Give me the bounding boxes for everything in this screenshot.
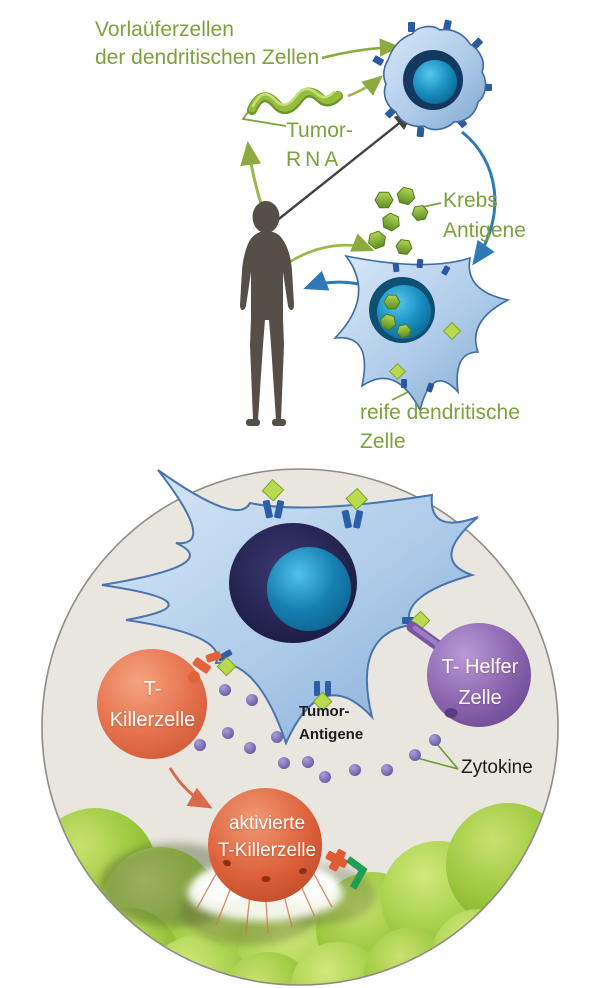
activated-t-killer-label-line2: T-Killerzelle: [217, 840, 317, 861]
activated-t-killer-label: aktivierte T-Killerzelle: [203, 810, 331, 864]
t-helper-cell-label: T- Helfer Zelle: [424, 652, 536, 714]
tumor-rna-strand: [247, 87, 343, 115]
activated-t-killer-label-line1: aktivierte: [228, 813, 306, 834]
magnifier-circle-border: [41, 468, 559, 986]
mature-dendritic-cell: [332, 254, 511, 413]
surface-antigen-icons: [389, 321, 462, 380]
t-helper-cell: [406, 621, 531, 727]
tumor-rna-label-line2: RNA: [286, 148, 343, 171]
precursor-cells-label-line2: der dendritischen Zellen: [95, 46, 320, 69]
tumor-antigen-label-line1: Tumor-: [299, 703, 350, 720]
t-helper-cell-label-line2: Zelle: [458, 687, 502, 709]
cancer-antigens-label-line2: Antigene: [443, 219, 526, 242]
precursor-cells-label: Vorlaüferzellen der dendritischen Zellen: [95, 16, 319, 72]
cancer-antigens-label-line1: Krebs: [443, 189, 498, 212]
precursor-cells-label-line1: Vorlaüferzellen: [95, 18, 234, 41]
precursor-dendritic-cell: [372, 19, 492, 138]
arrow-precursor-to-mature-dc: [461, 130, 497, 266]
cytokine-label-text: Zytokine: [461, 757, 533, 778]
membrane-stud-icons: [392, 258, 451, 393]
arrow-person-to-mature-dc: [287, 233, 375, 265]
t-killer-cell-label: T- Killerzelle: [95, 674, 210, 736]
magnified-view-illustration: [41, 468, 559, 986]
membrane-stud-icons: [372, 19, 492, 138]
arrow-rna-to-precursor: [347, 75, 383, 98]
arrow-killer-to-activated: [168, 767, 213, 809]
t-killer-cell-label-line1: T-: [143, 678, 162, 700]
tumor-antigen-label: Tumor- Antigene: [299, 700, 363, 746]
t-cell-receptor-orange: [188, 651, 222, 683]
arrow-person-to-precursor: [269, 111, 414, 227]
cytokine-dots: [194, 684, 459, 783]
cytokine-pointer-lines: [416, 743, 459, 770]
tumor-antigen-label-line2: Antigene: [299, 726, 364, 743]
mature-dendritic-cell-label: reife dendritische Zelle: [360, 398, 520, 456]
t-killer-cell-label-line2: Killerzelle: [109, 709, 196, 731]
top-panel-illustration: [240, 19, 511, 426]
loaded-antigen-icons: [379, 294, 412, 339]
dendritic-cell-magnified: [101, 469, 479, 746]
tumor-rna-label-line1: Tumor-: [286, 119, 353, 142]
t-helper-cell-label-line1: T- Helfer: [441, 656, 519, 678]
arrow-person-to-rna: [240, 141, 264, 208]
tumor-rna-label: Tumor- RNA: [286, 116, 353, 174]
activated-t-killer-cell: [208, 788, 368, 902]
cancer-antigens-label: Krebs Antigene: [443, 186, 526, 246]
patient-silhouette: [240, 201, 294, 426]
mature-dendritic-cell-label-line1: reife dendritische: [360, 401, 520, 424]
mhc-receptor-icons: [216, 478, 431, 712]
arrow-label-to-precursor: [321, 38, 401, 60]
attack-receptor-icon: [325, 849, 368, 890]
t-killer-cell: [97, 649, 222, 759]
mature-dendritic-cell-label-line2: Zelle: [360, 430, 406, 453]
cancer-antigens-cluster: [368, 186, 429, 255]
cell-pore-icons: [223, 859, 307, 882]
cytokine-label: Zytokine: [461, 757, 533, 779]
